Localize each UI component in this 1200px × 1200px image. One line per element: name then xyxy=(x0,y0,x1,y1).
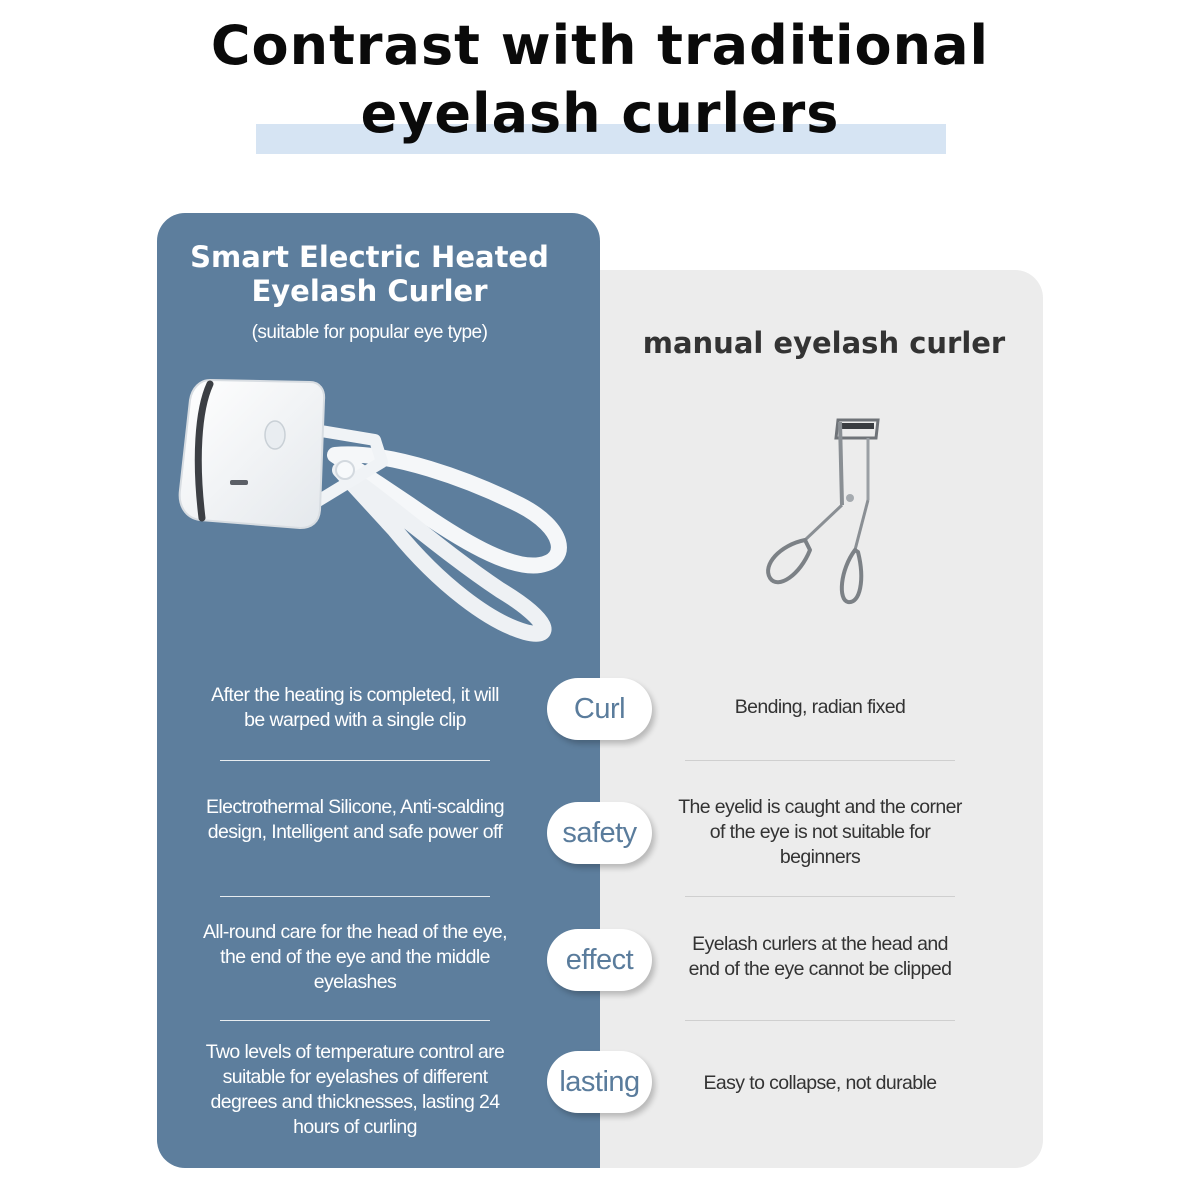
electric-curler-panel xyxy=(157,213,600,1168)
electric-curler-title: Smart Electric Heated Eyelash Curler xyxy=(157,240,582,308)
title-highlight-bar xyxy=(256,124,946,154)
divider xyxy=(220,896,490,897)
electric-effect-text: All-round care for the head of the eye, … xyxy=(203,921,508,993)
manual-curl-text: Bending, radian fixed xyxy=(734,696,906,718)
manual-curler-image xyxy=(766,418,880,605)
manual-curler-title: manual eyelash curler xyxy=(642,326,1006,360)
electric-curler-image xyxy=(178,378,567,642)
page-title: Contrast with traditional eyelash curler… xyxy=(0,12,1200,148)
manual-safety-text: The eyelid is caught and the corner of t… xyxy=(678,796,962,868)
electric-curler-subtitle: (suitable for popular eye type) xyxy=(251,322,488,343)
electric-title-line-1: Smart Electric Heated xyxy=(190,240,549,274)
divider xyxy=(220,760,490,761)
divider xyxy=(220,1020,490,1021)
effect-label: effect xyxy=(547,929,652,991)
lasting-label: lasting xyxy=(547,1051,652,1113)
electric-curl-text: After the heating is completed, it will … xyxy=(211,684,499,731)
manual-lasting-text: Easy to collapse, not durable xyxy=(703,1072,937,1094)
divider xyxy=(685,760,955,761)
safety-label: safety xyxy=(547,802,652,864)
page-title-line-2: eyelash curlers xyxy=(360,82,840,145)
electric-lasting-text: Two levels of temperature control are su… xyxy=(205,1041,505,1138)
curl-label: Curl xyxy=(547,678,652,740)
electric-title-line-2: Eyelash Curler xyxy=(251,274,488,308)
manual-effect-text: Eyelash curlers at the head and end of t… xyxy=(688,933,952,980)
electric-safety-text: Electrothermal Silicone, Anti-scalding d… xyxy=(205,796,505,843)
divider xyxy=(685,896,955,897)
divider xyxy=(685,1020,955,1021)
page-title-line-1: Contrast with traditional xyxy=(210,14,990,77)
